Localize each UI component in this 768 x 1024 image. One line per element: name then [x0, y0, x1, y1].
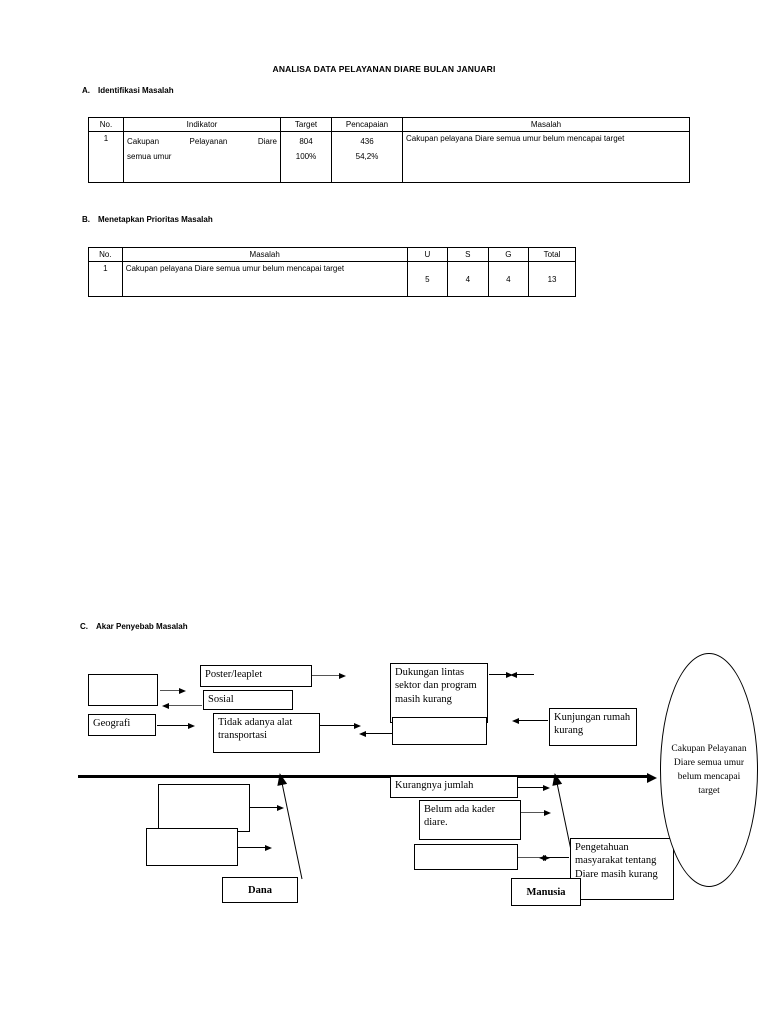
arrow-left-dukungan [510, 671, 534, 678]
table-identifikasi-masalah: No. Indikator Target Pencapaian Masalah … [88, 117, 690, 183]
arrow-left-sosial [162, 702, 202, 709]
arrow-right-top-left [160, 687, 186, 694]
indikator-line-1: Cakupan Pelayanan Diare [127, 137, 277, 146]
fishbone-box-dukungan: Dukungan lintas sektor dan program masih… [390, 663, 488, 723]
section-heading-c: C. Akar Penyebab Masalah [80, 622, 188, 631]
arrow-right-poster [312, 672, 346, 679]
cell-target: 804 100% [280, 131, 332, 183]
th-no: No. [88, 247, 123, 262]
arrow-left-pengetahuan [539, 854, 569, 861]
fishbone-box-geografi: Geografi [88, 714, 156, 736]
cell-masalah: Cakupan pelayana Diare semua umur belum … [121, 261, 408, 297]
section-heading-b: B. Menetapkan Prioritas Masalah [82, 215, 213, 224]
arrow-left-kunjungan [512, 717, 548, 724]
arrow-right-kurangnya-jumlah [518, 784, 550, 791]
cell-s: 4 [447, 261, 489, 297]
cell-g: 4 [487, 261, 530, 297]
target-value: 804 [299, 137, 313, 146]
target-percent: 100% [295, 152, 317, 162]
fishbone-effect-text: Cakupan Pelayanan Diare semua umur belum… [671, 743, 747, 797]
th-indikator: Indikator [123, 117, 281, 132]
arrow-right-transportasi [320, 722, 361, 729]
table-prioritas-masalah: No. Masalah U S G Total 1 Cakupan pelaya… [88, 247, 576, 297]
section-heading-a: A. Identifikasi Masalah [82, 86, 174, 95]
fishbone-box-dana: Dana [222, 877, 298, 903]
cell-pencapaian: 436 54,2% [331, 131, 403, 183]
fishbone-box-poster-leaplet: Poster/leaplet [200, 665, 312, 687]
fishbone-spine [78, 773, 657, 783]
fishbone-box-bottom-mid-empty [414, 844, 518, 870]
th-masalah: Masalah [402, 117, 690, 132]
cell-indikator: Cakupan Pelayanan Diare semua umur [123, 131, 281, 183]
section-a-letter: A. [82, 86, 90, 95]
th-u: U [406, 247, 449, 262]
fishbone-box-manusia: Manusia [511, 878, 581, 906]
th-g: G [487, 247, 530, 262]
fishbone-box-top-left-empty [88, 674, 158, 706]
indikator-line-2: semua umur [127, 152, 172, 162]
th-target: Target [280, 117, 332, 132]
section-a-label: Identifikasi Masalah [98, 86, 174, 95]
fishbone-box-kunjungan: Kunjungan rumah kurang [549, 708, 637, 746]
arrow-left-dukungan-empty [359, 730, 393, 737]
th-no: No. [88, 117, 124, 132]
cell-masalah: Cakupan pelayana Diare semua umur belum … [402, 131, 690, 183]
cell-u: 5 [406, 261, 449, 297]
th-s: S [447, 247, 489, 262]
fishbone-box-kurangnya-jumlah: Kurangnya jumlah [390, 776, 518, 798]
table-row: 1 Cakupan pelayana Diare semua umur belu… [88, 261, 576, 297]
section-b-letter: B. [82, 215, 90, 224]
fishbone-box-sosial: Sosial [203, 690, 293, 710]
fishbone-effect-oval: Cakupan Pelayanan Diare semua umur belum… [660, 653, 758, 887]
th-pencapaian: Pencapaian [331, 117, 403, 132]
fishbone-box-belum-ada-kader: Belum ada kader diare. [419, 800, 521, 840]
fishbone-box-pengetahuan: Pengetahuan masyarakat tentang Diare mas… [570, 838, 674, 900]
fishbone-rib-dana [276, 773, 306, 881]
fishbone-box-bottom-left-empty-1 [158, 784, 250, 832]
cell-no: 1 [88, 131, 124, 183]
arrow-right-belum-ada-kader [521, 809, 551, 816]
pencapaian-percent: 54,2% [355, 152, 379, 162]
fishbone-box-bottom-left-empty-2 [146, 828, 238, 866]
arrow-right-bottom-left-1 [250, 804, 284, 811]
arrow-right-geografi [157, 722, 195, 729]
fishbone-box-dukungan-empty [392, 717, 487, 745]
th-masalah: Masalah [121, 247, 408, 262]
table-header-row: No. Masalah U S G Total [88, 247, 576, 262]
fishbone-diagram: Poster/leaplet Sosial Geografi Tidak ada… [0, 640, 768, 930]
pencapaian-value: 436 [360, 137, 374, 146]
th-total: Total [528, 247, 576, 262]
section-c-letter: C. [80, 622, 88, 631]
cell-total: 13 [528, 261, 576, 297]
table-row: 1 Cakupan Pelayanan Diare semua umur 804… [88, 131, 690, 183]
section-c-label: Akar Penyebab Masalah [96, 622, 188, 631]
section-b-label: Menetapkan Prioritas Masalah [98, 215, 213, 224]
cell-no: 1 [88, 261, 123, 297]
arrow-right-bottom-left-2 [238, 844, 272, 851]
fishbone-box-transportasi: Tidak adanya alat transportasi [213, 713, 320, 753]
table-header-row: No. Indikator Target Pencapaian Masalah [88, 117, 690, 132]
page-title: ANALISA DATA PELAYANAN DIARE BULAN JANUA… [272, 64, 496, 74]
arrow-right-dukungan [489, 671, 513, 678]
